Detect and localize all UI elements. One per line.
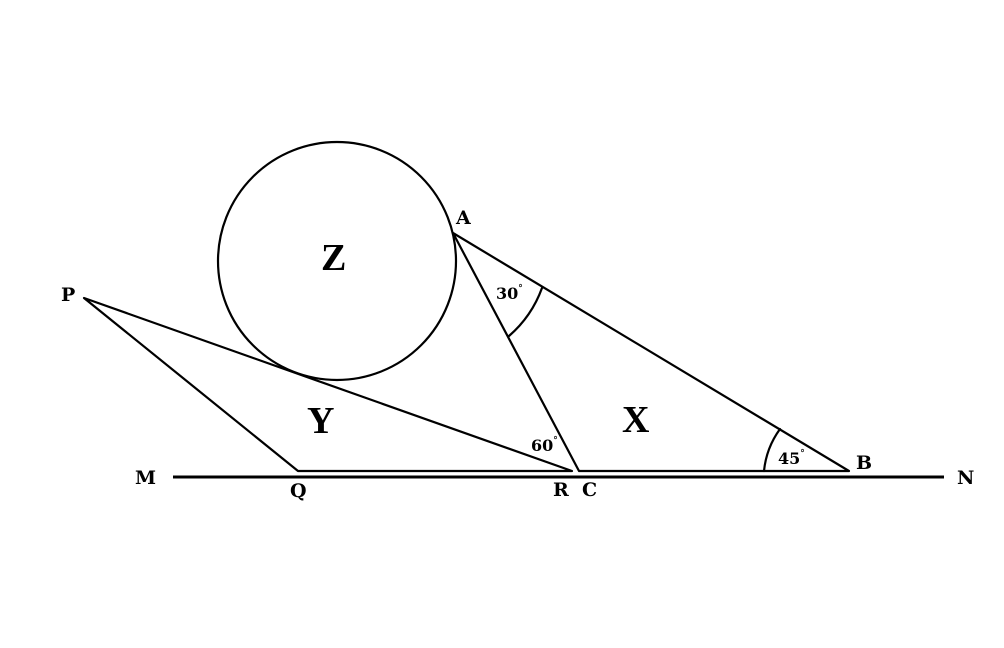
label-circle-z: Z	[321, 237, 346, 279]
triangle-y	[82, 296, 574, 473]
angle-arc-a	[507, 286, 544, 338]
triangle-x	[451, 231, 851, 473]
label-point-q: Q	[290, 480, 307, 502]
label-point-m: M	[135, 467, 156, 489]
angle-arc-b	[762, 427, 782, 473]
label-point-c: C	[582, 479, 597, 501]
label-triangle-y: Y	[307, 400, 334, 442]
label-point-n: N	[957, 467, 974, 489]
circle-z	[216, 140, 458, 382]
label-point-r: R	[553, 479, 569, 501]
label-point-a: A	[455, 207, 471, 229]
angle-label-r: 60°	[531, 436, 558, 455]
angle-label-b: 45°	[778, 449, 805, 468]
degree-mark-a: °	[518, 284, 523, 294]
angle-label-a: 30°	[496, 284, 523, 303]
label-point-p: P	[61, 284, 75, 306]
degree-mark-r: °	[553, 436, 558, 446]
degree-mark-b: °	[800, 449, 805, 459]
label-point-b: B	[856, 452, 872, 474]
label-triangle-x: X	[622, 399, 649, 441]
